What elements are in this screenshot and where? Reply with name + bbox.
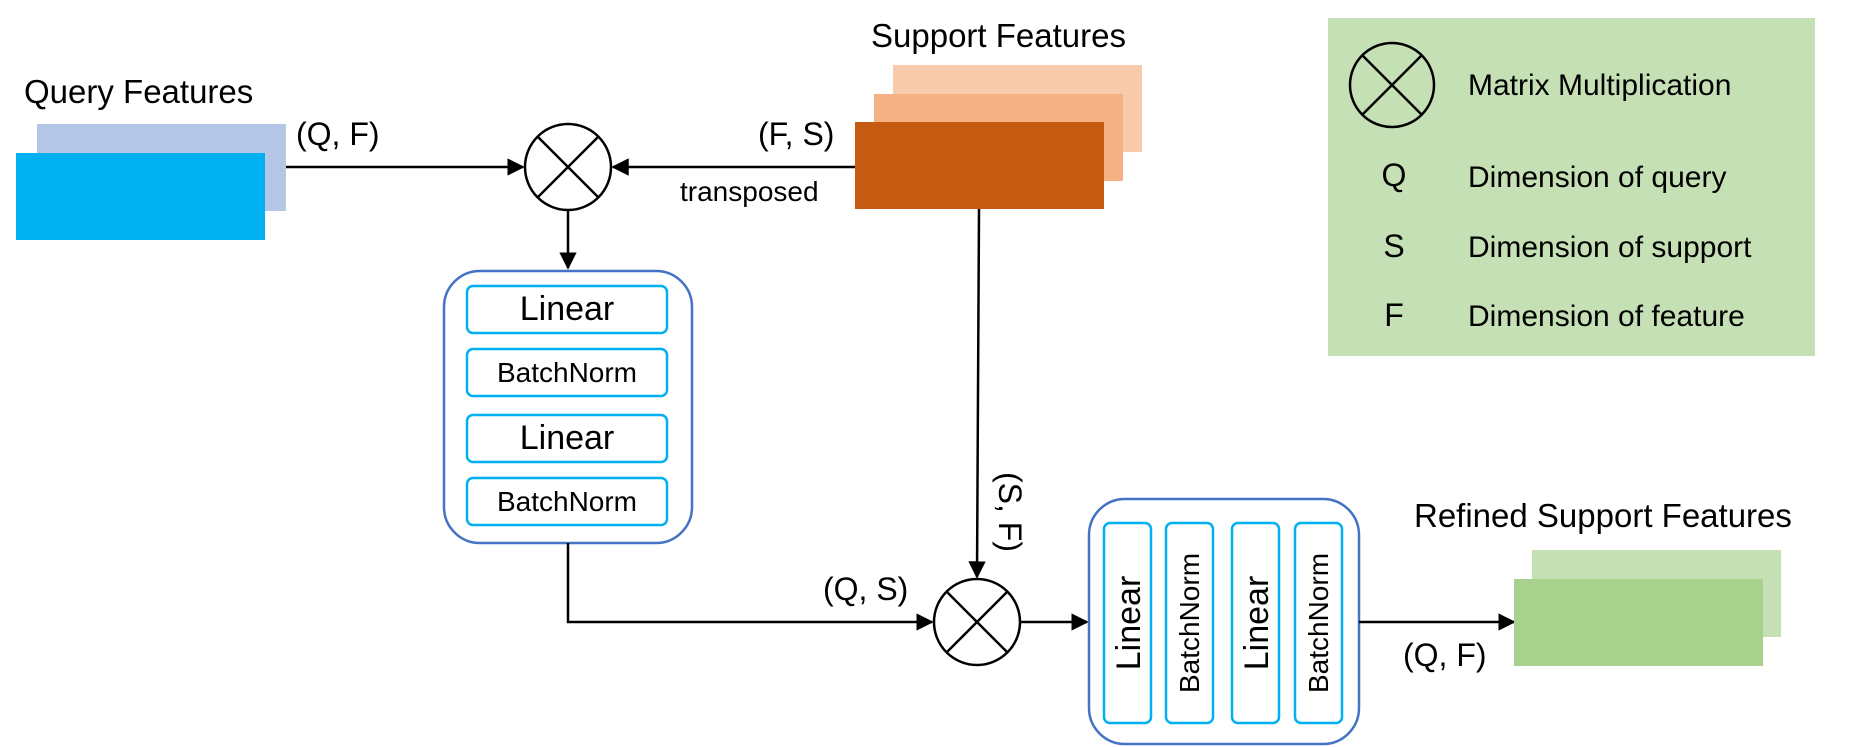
legend-f-symbol: F <box>1384 297 1404 333</box>
horizontal-mlp-block: Linear BatchNorm Linear BatchNorm <box>1087 497 1361 746</box>
horizontal-mlp-layer-2: BatchNorm <box>1174 553 1205 693</box>
legend-s-text: Dimension of support <box>1468 231 1752 264</box>
refined-support-features-stack <box>1514 550 1781 666</box>
horizontal-mlp-layer-1: Linear <box>1110 576 1148 671</box>
legend-matrix-multiplication-text: Matrix Multiplication <box>1468 69 1731 102</box>
sf-dim-label: (S, F) <box>992 472 1028 552</box>
horizontal-mlp-layer-1-box <box>1102 521 1153 725</box>
vertical-mlp-layer-1-box <box>465 284 669 335</box>
matrix-multiplication-2-icon <box>932 577 1022 667</box>
refined-support-features-title: Refined Support Features <box>1414 497 1792 534</box>
query-features-front-layer <box>16 153 265 240</box>
horizontal-mlp-layer-4: BatchNorm <box>1303 553 1334 693</box>
vertical-mlp-layer-2: BatchNorm <box>497 357 637 388</box>
mlp-to-multiply-arrow <box>566 543 934 631</box>
vertical-mlp-layer-2-box <box>465 347 669 398</box>
support-features-stack <box>855 65 1142 209</box>
qs-dim-label: (Q, S) <box>823 571 908 607</box>
support-to-multiply2-arrow <box>968 208 986 579</box>
legend-panel: Matrix Multiplication Q Dimension of que… <box>1328 18 1815 356</box>
legend-f-text: Dimension of feature <box>1468 300 1745 333</box>
horizontal-mlp-layer-4-box <box>1293 521 1344 725</box>
legend-q-symbol: Q <box>1382 157 1407 193</box>
vertical-mlp-layer-1: Linear <box>520 290 615 328</box>
query-features-title: Query Features <box>24 73 253 110</box>
vertical-mlp-layer-4: BatchNorm <box>497 486 637 517</box>
query-dim-label: (Q, F) <box>296 116 380 152</box>
output-dim-label: (Q, F) <box>1403 637 1487 673</box>
support-features-title: Support Features <box>871 17 1126 54</box>
vertical-mlp-layer-4-box <box>465 476 669 527</box>
vertical-mlp-layer-3-box <box>465 413 669 464</box>
vertical-mlp-block: Linear BatchNorm Linear BatchNorm <box>442 269 694 545</box>
horizontal-mlp-layer-3: Linear <box>1238 576 1276 671</box>
transposed-label: transposed <box>680 176 819 207</box>
horizontal-mlp-layer-2-box <box>1164 521 1215 725</box>
legend-matrix-multiplication-icon <box>1348 41 1436 129</box>
query-features-stack <box>16 124 286 240</box>
refined-features-front-layer <box>1514 579 1763 666</box>
support-dim-label: (F, S) <box>758 116 834 152</box>
matrix-multiplication-icon <box>523 122 613 212</box>
horizontal-mlp-layer-3-box <box>1230 521 1281 725</box>
vertical-mlp-layer-3: Linear <box>520 419 615 457</box>
legend-background <box>1328 18 1815 356</box>
support-features-front-layer <box>855 122 1104 209</box>
legend-s-symbol: S <box>1383 228 1404 264</box>
legend-q-text: Dimension of query <box>1468 161 1726 194</box>
